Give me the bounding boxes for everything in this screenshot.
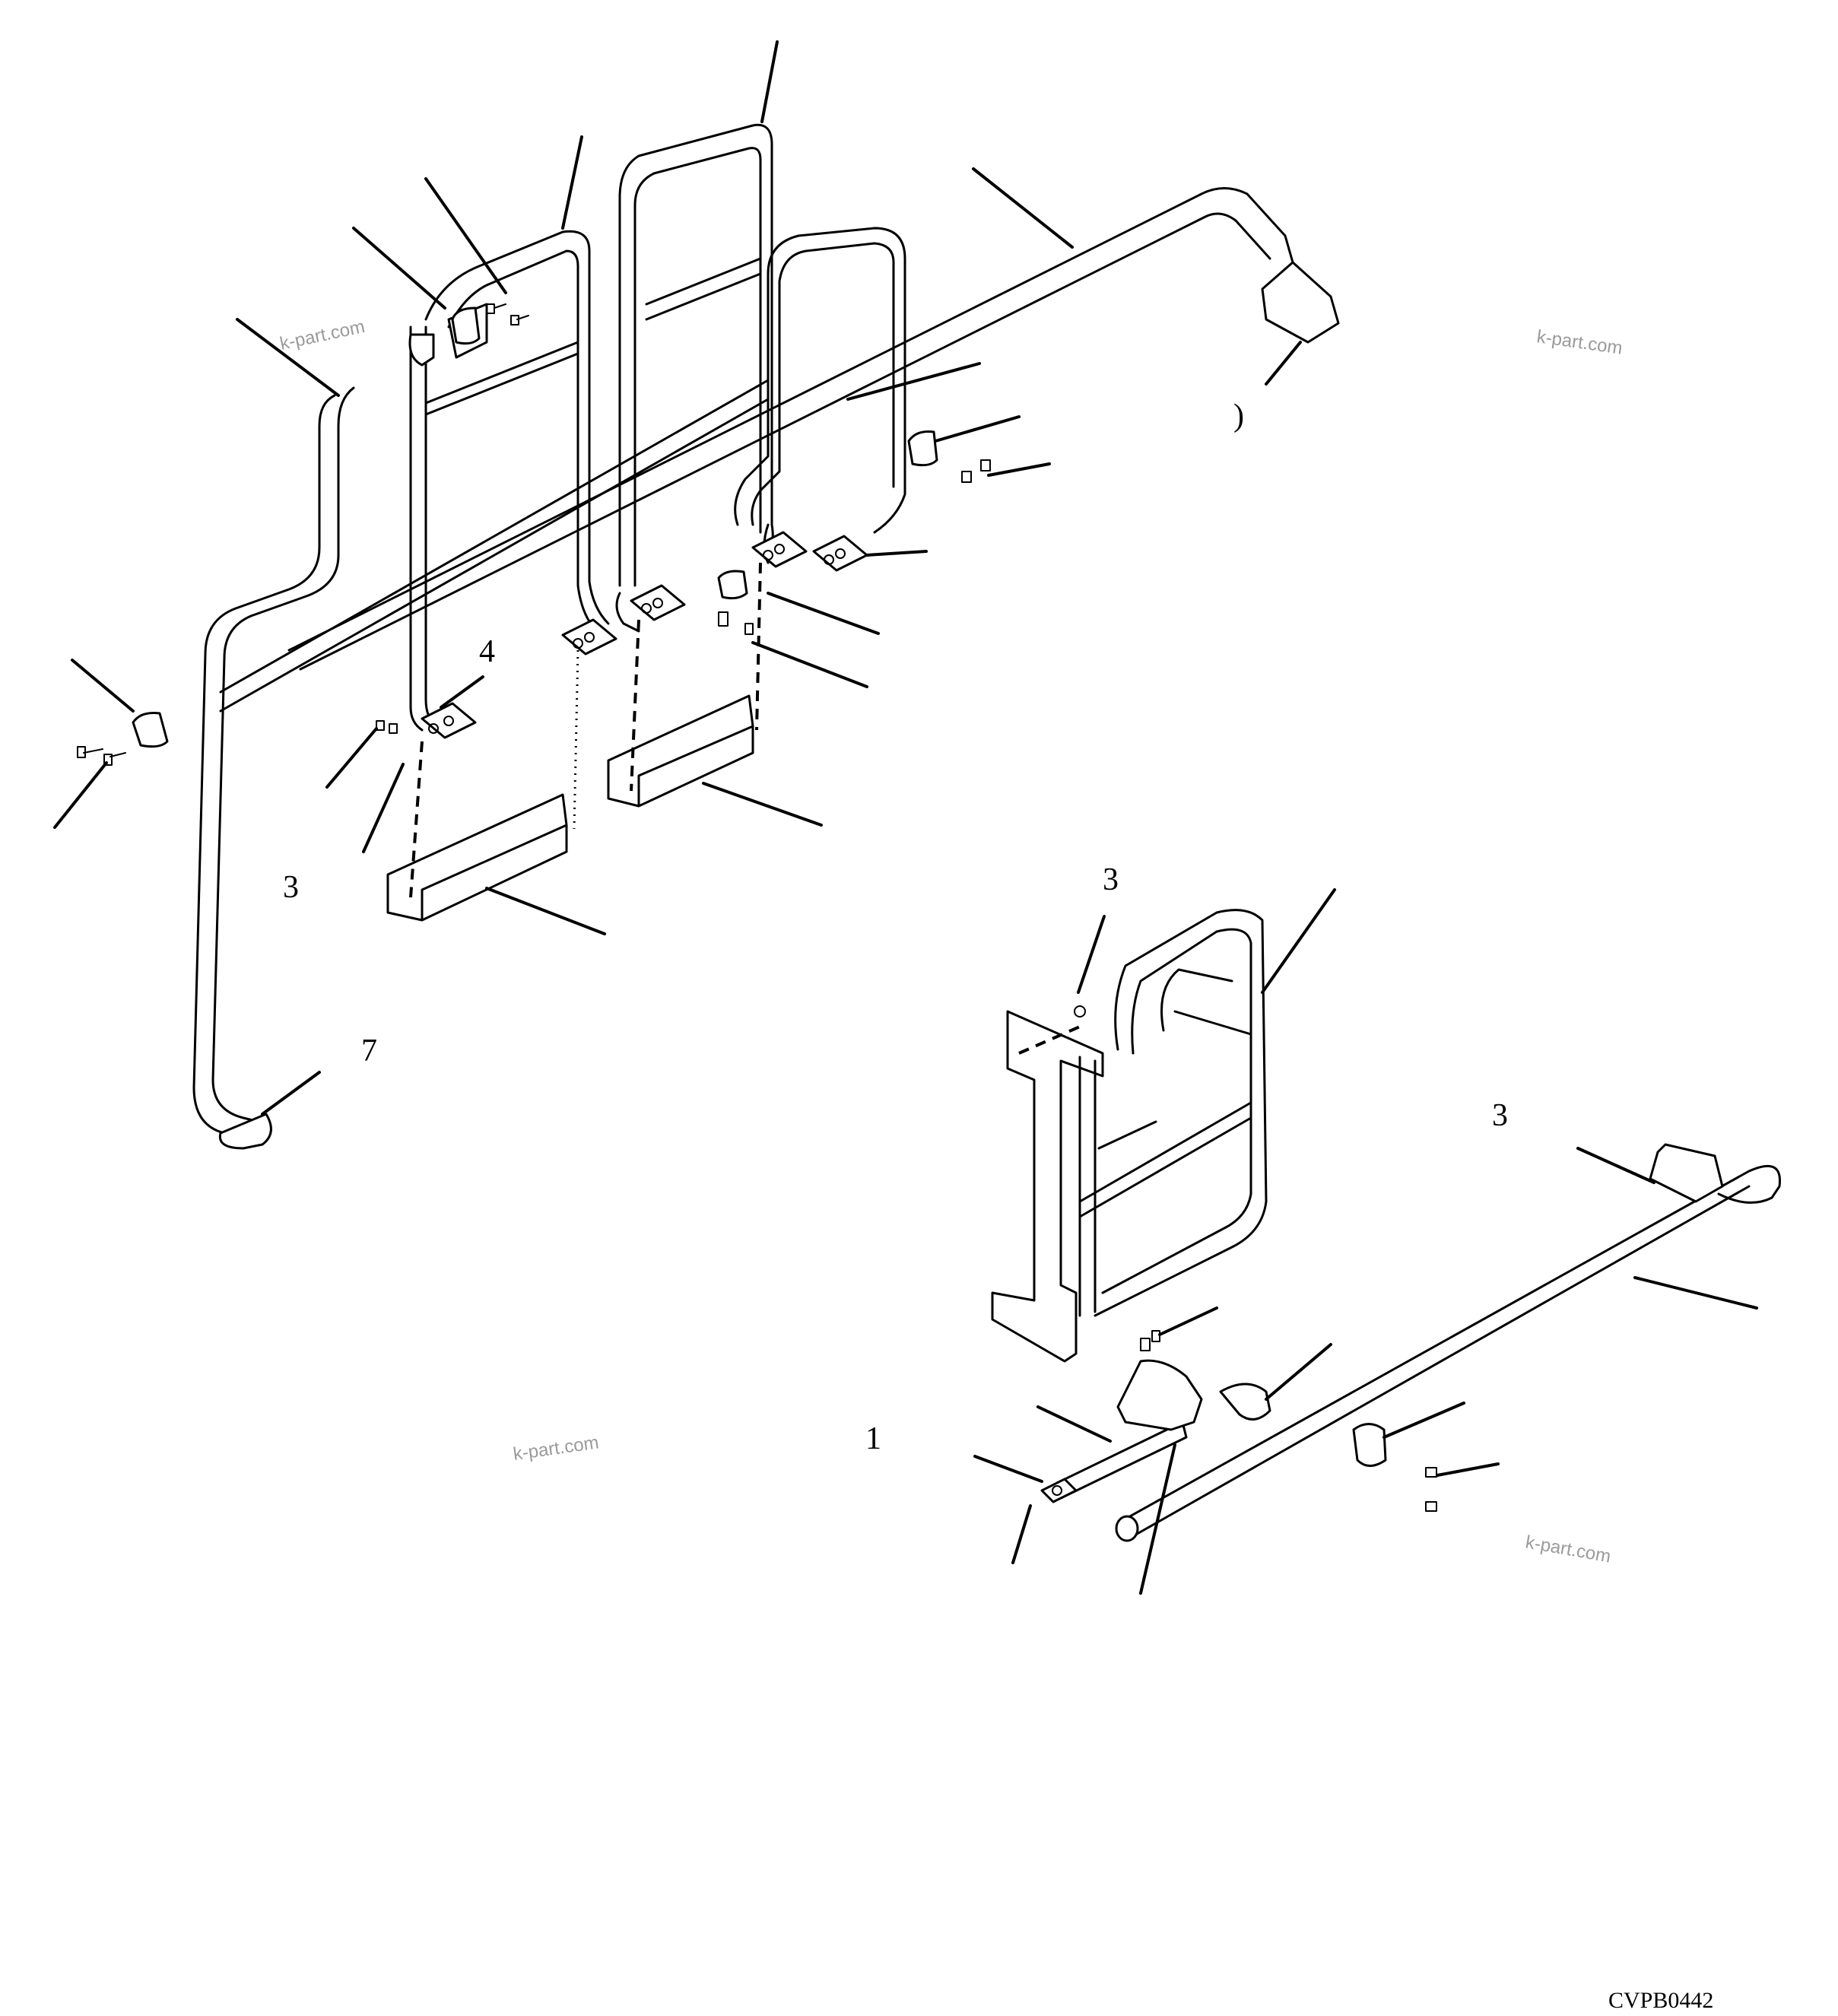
right-ladder-frame — [1078, 909, 1268, 1317]
left-ladder-rail — [409, 230, 610, 732]
base-bracket — [1056, 1421, 1188, 1500]
short-ladder — [734, 227, 906, 534]
callout-4: 4 — [479, 634, 495, 669]
step-plate-right — [607, 694, 754, 808]
callout-paren: ) — [1233, 398, 1244, 433]
rail-end-bracket — [218, 1113, 272, 1150]
clamp-right-b — [717, 570, 748, 600]
clamp-upper-left — [408, 333, 435, 367]
left-handrail-assembly — [53, 40, 1340, 1150]
foot-brackets — [421, 531, 868, 739]
watermark: k-part.com — [278, 316, 367, 354]
right-end-mount — [1649, 1143, 1724, 1203]
clamp-right-a — [907, 430, 938, 467]
right-long-tube — [1116, 1164, 1781, 1538]
clamp-right-d — [1352, 1423, 1387, 1467]
side-mount-plate — [991, 1010, 1104, 1363]
clamp-left — [132, 712, 169, 748]
callout-3-left: 3 — [283, 870, 299, 905]
cross-bar — [219, 379, 770, 713]
leader-lines-left — [53, 40, 1302, 1116]
right-end-mount-plate — [1261, 261, 1340, 344]
clamp-right-c — [1219, 1383, 1271, 1421]
watermark: k-part.com — [512, 1432, 600, 1465]
leader-lines-right — [973, 888, 1758, 1595]
callout-3-right: 3 — [1492, 1098, 1508, 1133]
bolts-left — [77, 303, 991, 766]
left-tall-handrail — [192, 386, 355, 1142]
clamp-top — [451, 306, 481, 345]
bracket-hinge — [1116, 1359, 1203, 1431]
watermark: k-part.com — [1535, 326, 1624, 359]
watermark: k-part.com — [1524, 1532, 1612, 1567]
callout-7: 7 — [361, 1033, 377, 1068]
step-plate-left — [386, 793, 568, 922]
callout-1: 1 — [865, 1421, 881, 1456]
callout-3-right-top: 3 — [1103, 862, 1119, 897]
mid-tall-ladder — [615, 123, 774, 633]
drawing-code: CVPB0442 — [1608, 1988, 1713, 2013]
right-handrail-assembly — [973, 888, 1781, 1595]
long-horizontal-rail — [287, 187, 1294, 671]
tube-end-cap — [1115, 1515, 1139, 1542]
